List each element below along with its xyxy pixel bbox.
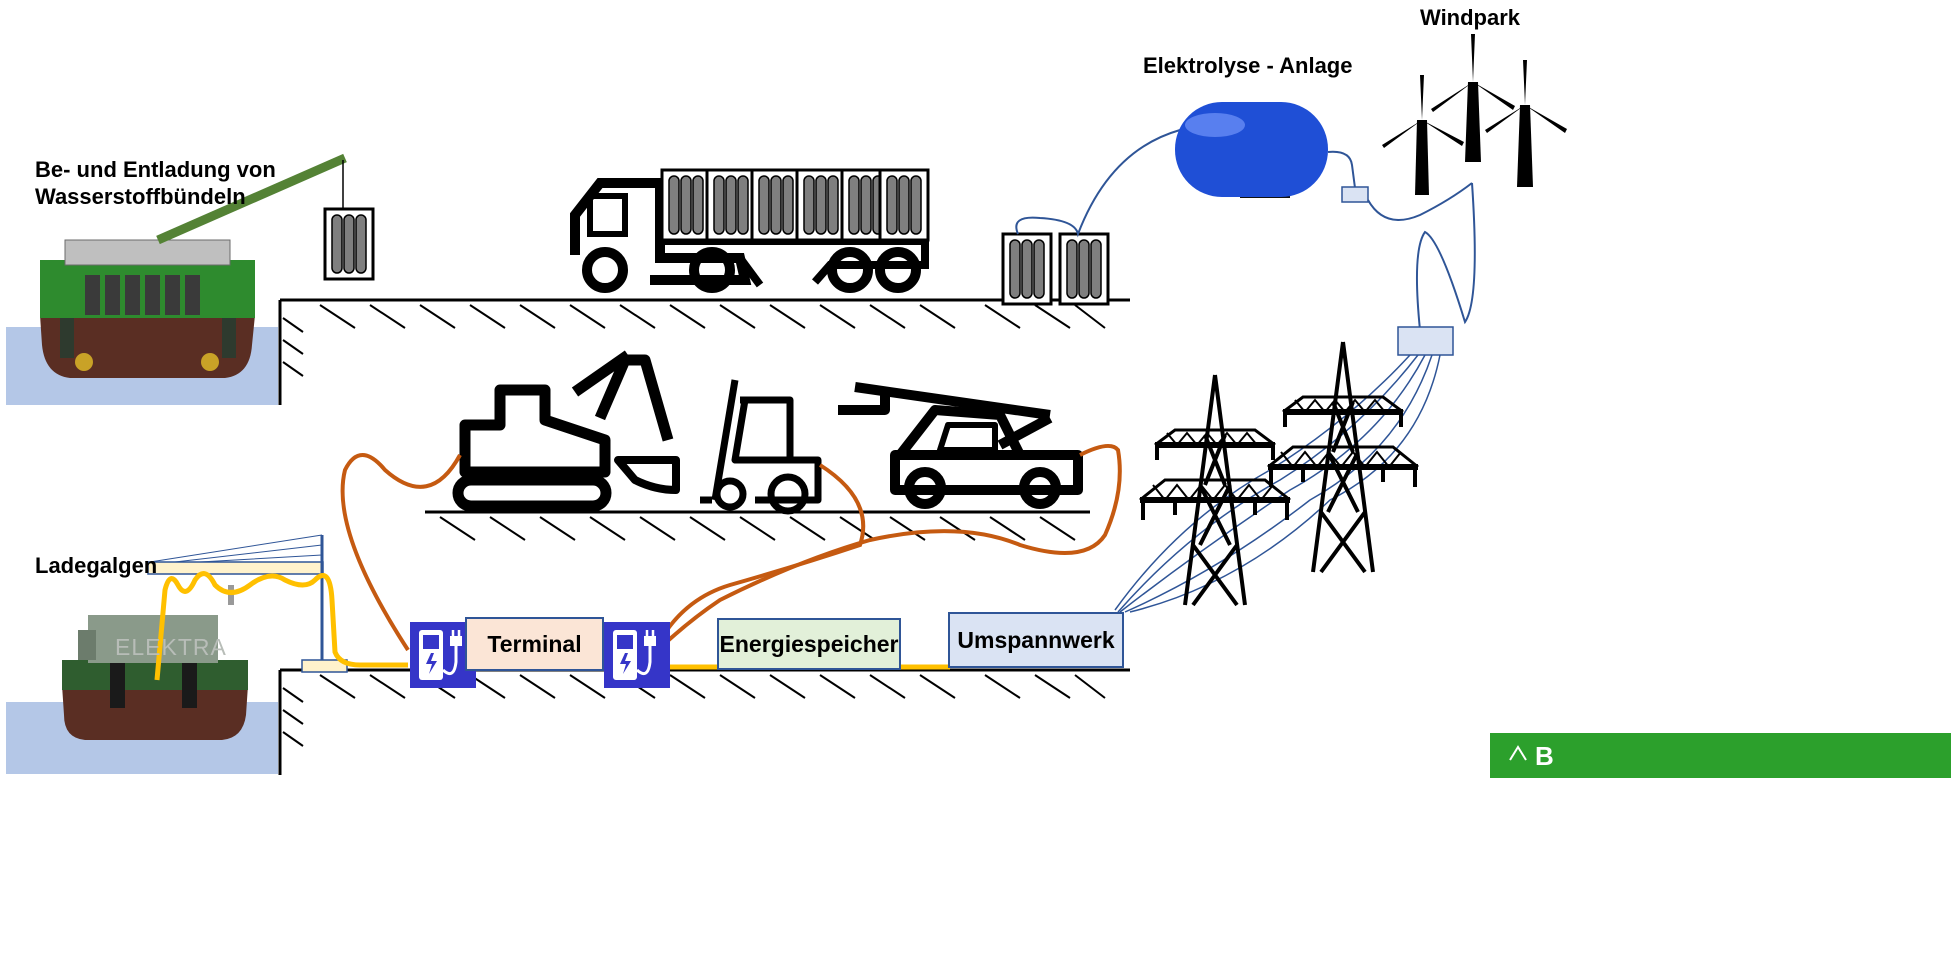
crane-icon: [156, 153, 347, 245]
hydrogen-tank-icon: [1175, 102, 1328, 198]
wind-turbine-icon: [1431, 34, 1515, 162]
hydrogen-bundle-icon: [1001, 232, 1053, 306]
loading-label-line2: Wasserstoffbündeln: [35, 184, 246, 209]
hydrogen-bundle-icon: [323, 207, 375, 281]
windpark-label: Windpark: [1420, 5, 1521, 30]
forklift-icon: [700, 379, 822, 515]
energy-storage-box: Energiespeicher: [717, 618, 901, 670]
terminal-box: Terminal: [465, 617, 604, 671]
wind-turbine-icon: [1485, 60, 1567, 187]
power-lines: [1114, 354, 1441, 613]
tank-hose: [1327, 150, 1356, 189]
ship-name-label: ELEKTRA: [115, 634, 227, 660]
truck-cargo: [660, 168, 930, 242]
middle-ground: [425, 510, 1090, 541]
converter-box: [1341, 186, 1369, 203]
charging-station-icon: [602, 620, 672, 690]
hydrogen-bundle-icon: [1058, 232, 1110, 306]
grid-converter-box: [1397, 326, 1454, 356]
terminal-label: Terminal: [487, 630, 582, 657]
reach-stacker-icon: [838, 382, 1083, 509]
wind-tank-line: [1367, 182, 1473, 221]
logo-text: B: [1535, 741, 1554, 771]
charging-gantry: [147, 534, 348, 673]
electrolysis-label: Elektrolyse - Anlage: [1143, 53, 1353, 78]
power-pylon-icon: [1140, 375, 1290, 605]
upper-quay: [278, 298, 1130, 405]
bundle-hose: [1015, 129, 1181, 238]
charging-cables: [340, 444, 1122, 652]
electric-ship-icon: [62, 585, 248, 740]
loading-label-line1: Be- und Entladung von: [35, 157, 276, 182]
energy-storage-label: Energiespeicher: [719, 630, 899, 657]
substation-label: Umspannwerk: [957, 626, 1115, 653]
charging-gantry-label: Ladegalgen: [35, 553, 158, 578]
wind-grid-line: [1415, 182, 1476, 331]
hydrogen-ship-icon: [40, 239, 255, 378]
excavator-icon: [452, 350, 680, 512]
substation-box: Umspannwerk: [948, 612, 1124, 668]
logo-icon: [1490, 733, 1951, 778]
wind-turbine-icon: [1382, 75, 1464, 195]
lower-quay: [278, 668, 1130, 775]
